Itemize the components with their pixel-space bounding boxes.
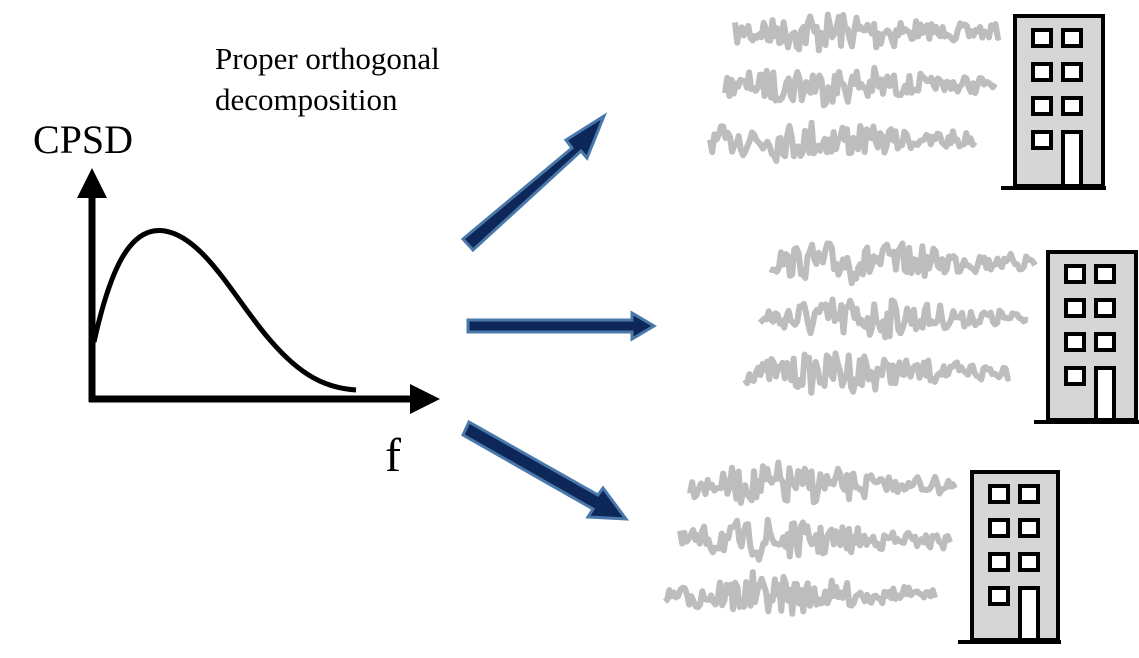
time-history-icon <box>768 240 1038 287</box>
building-window <box>1064 264 1086 284</box>
time-history-icon <box>722 64 998 109</box>
building-window <box>1061 62 1083 82</box>
arrows <box>460 112 657 521</box>
time-history-icon <box>742 350 1012 396</box>
building-door <box>1094 366 1116 422</box>
building-window <box>1031 96 1053 116</box>
building-body <box>1046 250 1138 422</box>
building-window <box>1061 96 1083 116</box>
building-window <box>1094 264 1116 284</box>
arrow-up-right <box>460 112 608 253</box>
building-window <box>1018 484 1040 504</box>
building-window <box>1031 28 1053 48</box>
pod-caption: Proper orthogonal decomposition <box>215 38 515 120</box>
building-window <box>1031 130 1053 150</box>
building-window <box>1018 552 1040 572</box>
building-window <box>988 586 1010 606</box>
building-door <box>1061 130 1083 188</box>
building-window <box>1064 366 1086 386</box>
y-axis-label: CPSD <box>33 117 134 162</box>
time-history-icon <box>757 296 1029 341</box>
building-window <box>1061 28 1083 48</box>
building-door <box>1018 586 1040 642</box>
arrow-right <box>466 310 657 342</box>
building-window <box>1064 298 1086 318</box>
building-window <box>988 518 1010 538</box>
time-history-icon <box>732 11 1002 54</box>
arrow-down-right <box>461 419 630 521</box>
building-window <box>1064 332 1086 352</box>
time-history-icon <box>707 119 978 164</box>
caption-line-1: Proper orthogonal <box>215 41 440 76</box>
building-window <box>1018 518 1040 538</box>
building-icon <box>1001 14 1106 190</box>
cpsd-curve <box>91 228 357 393</box>
time-history-icon <box>687 459 958 506</box>
building-window <box>1094 298 1116 318</box>
buildings <box>958 14 1139 644</box>
building-window <box>988 484 1010 504</box>
x-axis-arrowhead <box>410 384 440 414</box>
caption-line-2: decomposition <box>215 82 398 117</box>
building-icon <box>1034 250 1139 424</box>
building-window <box>1094 332 1116 352</box>
building-window <box>1031 62 1053 82</box>
building-body <box>1013 14 1105 188</box>
cpsd-axes <box>77 168 440 414</box>
time-history-signals <box>663 11 1038 617</box>
y-axis-arrowhead <box>77 168 107 198</box>
building-window <box>988 552 1010 572</box>
x-axis-label: f <box>385 429 401 482</box>
building-icon <box>958 470 1061 644</box>
time-history-icon <box>677 516 953 563</box>
time-history-icon <box>663 569 938 617</box>
building-body <box>970 470 1060 642</box>
